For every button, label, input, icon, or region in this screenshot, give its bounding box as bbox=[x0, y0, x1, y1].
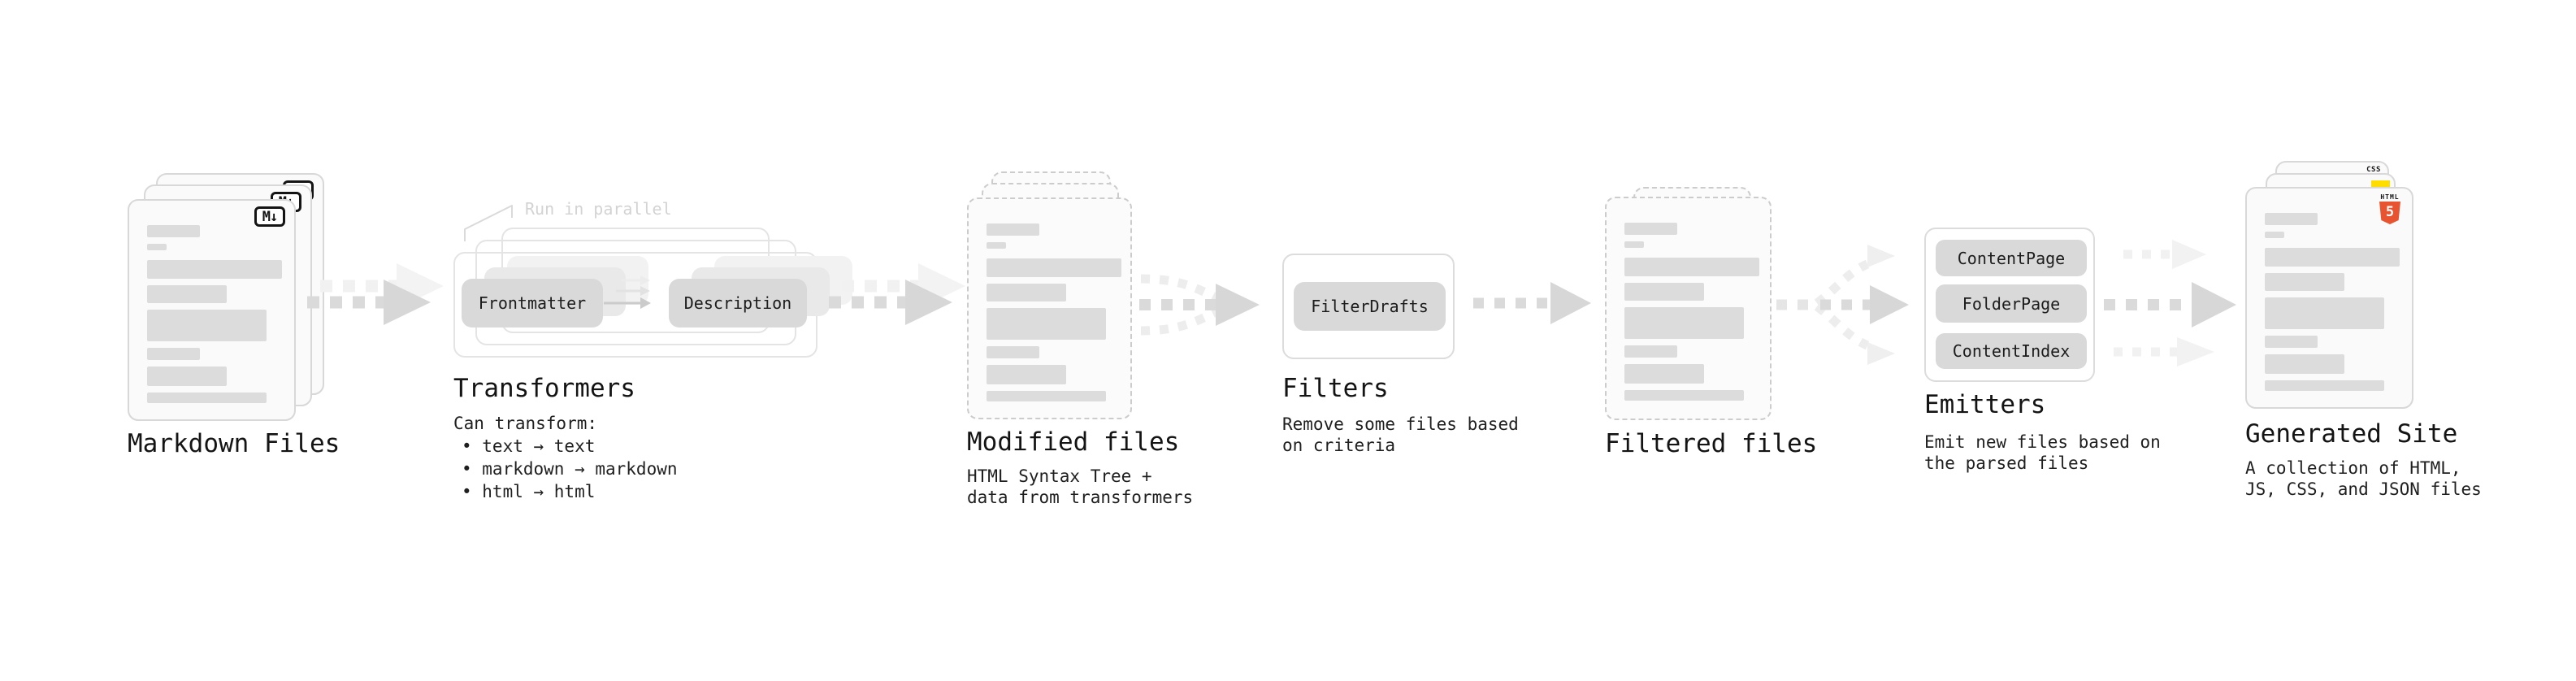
file-content-placeholder bbox=[2247, 213, 2412, 391]
file-content-placeholder bbox=[1607, 223, 1770, 401]
filters-desc-line: Remove some files based bbox=[1282, 414, 1519, 434]
flow-arrow-4 bbox=[1473, 282, 1591, 324]
filtered-files-stack bbox=[1605, 187, 1776, 423]
transformers-desc-line: • html → html bbox=[462, 482, 596, 501]
run-in-parallel-note: Run in parallel bbox=[525, 199, 672, 219]
emitters-box: ContentPage FolderPage ContentIndex bbox=[1924, 228, 2095, 382]
transformers-label: Transformers bbox=[453, 374, 635, 403]
modified-files-stack bbox=[967, 171, 1138, 423]
emitters-desc-line: the parsed files bbox=[1924, 453, 2089, 473]
html5-icon-shield: 5 bbox=[2379, 202, 2400, 224]
markdown-files-stack: M↓ M↓ M↓ bbox=[128, 173, 331, 421]
generated-file-card-html: HTML 5 bbox=[2245, 187, 2413, 409]
generated-site-description: A collection of HTML, JS, CSS, and JSON … bbox=[2245, 458, 2482, 500]
html5-icon-text: HTML bbox=[2380, 193, 2400, 201]
flow-arrow-diverge bbox=[1776, 245, 1909, 365]
filtered-file-card-front bbox=[1605, 197, 1772, 420]
filters-desc-line: on criteria bbox=[1282, 436, 1396, 455]
filters-box: FilterDrafts bbox=[1282, 254, 1455, 359]
generated-site-stack: CSS HTML 5 bbox=[2245, 161, 2420, 413]
contentindex-pill: ContentIndex bbox=[1936, 333, 2087, 369]
generated-site-desc-line: JS, CSS, and JSON files bbox=[2245, 479, 2482, 499]
file-content-placeholder bbox=[969, 223, 1130, 401]
generated-site-desc-line: A collection of HTML, bbox=[2245, 458, 2461, 478]
flow-arrow-2 bbox=[829, 263, 965, 325]
emitters-description: Emit new files based on the parsed files bbox=[1924, 432, 2161, 474]
contentpage-pill: ContentPage bbox=[1936, 240, 2087, 276]
parallel-mini-arrows bbox=[604, 275, 651, 309]
flow-arrow-converge bbox=[1139, 274, 1260, 336]
transformers-desc-line: Can transform: bbox=[453, 414, 598, 433]
transformers-description: Can transform: • text → text • markdown … bbox=[453, 412, 678, 503]
filters-description: Remove some files based on criteria bbox=[1282, 414, 1519, 456]
markdown-files-label: Markdown Files bbox=[128, 429, 340, 458]
file-content-placeholder bbox=[129, 225, 294, 403]
markdown-icon: M↓ bbox=[254, 206, 285, 227]
css-badge-text: CSS bbox=[2366, 166, 2381, 174]
modified-file-card-front bbox=[967, 197, 1132, 419]
folderpage-pill: FolderPage bbox=[1936, 284, 2087, 323]
filters-label: Filters bbox=[1282, 374, 1389, 403]
filterdrafts-pill: FilterDrafts bbox=[1294, 282, 1446, 331]
filtered-files-label: Filtered files bbox=[1605, 429, 1818, 458]
markdown-file-card-front: M↓ bbox=[128, 199, 296, 421]
modified-files-desc-line: HTML Syntax Tree + bbox=[967, 466, 1152, 486]
flow-arrows-parallel bbox=[2104, 240, 2236, 367]
transformers-desc-line: • text → text bbox=[462, 436, 596, 456]
emitters-desc-line: Emit new files based on bbox=[1924, 432, 2161, 452]
modified-files-description: HTML Syntax Tree + data from transformer… bbox=[967, 466, 1193, 508]
frontmatter-pill: Frontmatter bbox=[462, 279, 603, 327]
transformers-group: Run in parallel Frontmatter Description bbox=[453, 195, 852, 366]
callout-line bbox=[464, 205, 513, 241]
flow-arrow-1 bbox=[307, 263, 444, 325]
description-pill: Description bbox=[669, 279, 807, 327]
modified-files-label: Modified files bbox=[967, 427, 1180, 457]
generated-site-label: Generated Site bbox=[2245, 419, 2458, 449]
emitters-label: Emitters bbox=[1924, 390, 2046, 419]
html5-icon: HTML 5 bbox=[2378, 193, 2402, 224]
js-badge bbox=[2371, 180, 2390, 188]
transformers-desc-line: • markdown → markdown bbox=[462, 459, 678, 479]
modified-files-desc-line: data from transformers bbox=[967, 488, 1194, 507]
